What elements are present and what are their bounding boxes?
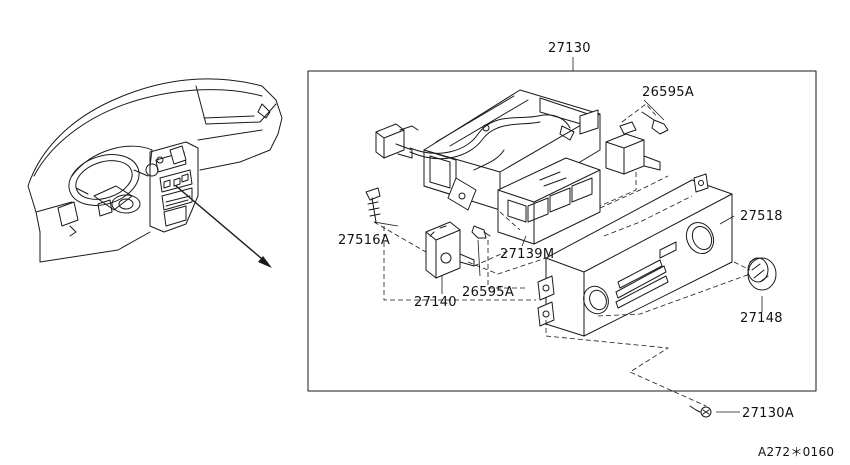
label-27130: 27130 xyxy=(548,41,591,56)
leader-lines xyxy=(373,99,763,413)
front-panel-27518 xyxy=(537,173,733,337)
bulb-26595a-bottom xyxy=(471,225,491,239)
label-26595a-top: 26595A xyxy=(642,85,694,100)
wire-connector xyxy=(375,123,419,159)
screw-27516a xyxy=(365,187,381,223)
drawing-code: A272＊0160 xyxy=(758,445,834,459)
knob-27148 xyxy=(747,257,777,291)
label-27140: 27140 xyxy=(414,295,457,310)
label-27516a: 27516A xyxy=(338,233,390,248)
bulb-26595a-top xyxy=(641,111,669,135)
control-unit-body xyxy=(409,89,601,211)
label-27518: 27518 xyxy=(740,209,783,224)
switch-right xyxy=(605,121,661,175)
label-26595a-bottom: 26595A xyxy=(462,285,514,300)
assembly-lines xyxy=(373,103,751,407)
part-labels: 27130 26595A 27518 27148 27516A 27139M 2… xyxy=(338,41,834,459)
label-27139m: 27139M xyxy=(500,247,554,262)
control-unit-27139m xyxy=(497,157,601,245)
switch-27140 xyxy=(425,221,475,279)
label-27130a: 27130A xyxy=(742,406,794,421)
screw-27130a xyxy=(689,405,712,418)
label-27148: 27148 xyxy=(740,311,783,326)
assembly-frame xyxy=(307,57,817,392)
dashboard-illustration xyxy=(27,78,283,268)
